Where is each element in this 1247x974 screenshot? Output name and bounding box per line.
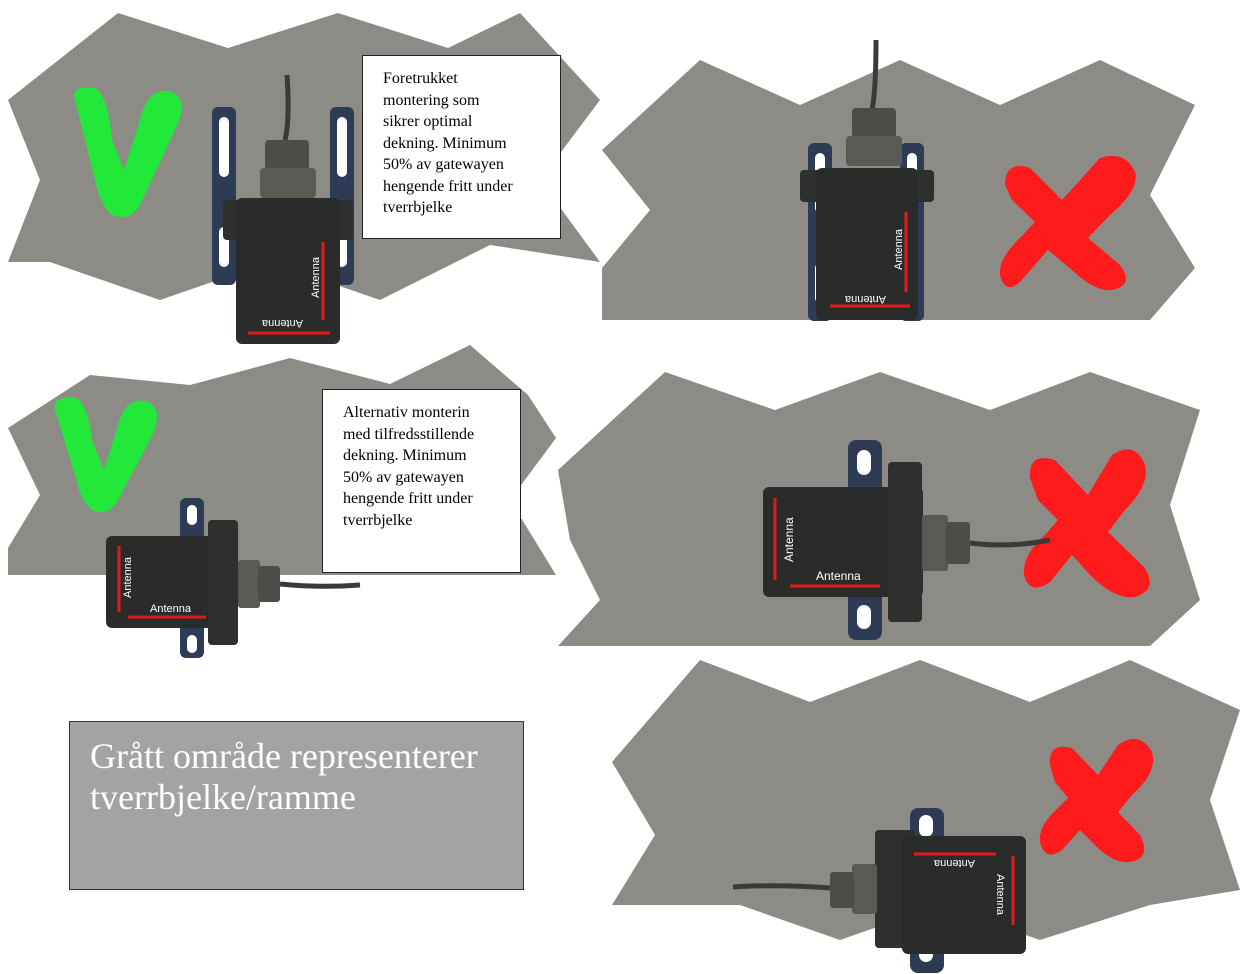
legend-box: Grått område representerer tverrbjelke/r… bbox=[69, 721, 524, 890]
antenna-label: Antenna bbox=[844, 293, 886, 305]
antenna-label: Antenna bbox=[994, 874, 1006, 916]
alternative-mounting-note: Alternativ monterin med tilfredsstillend… bbox=[322, 389, 521, 573]
preferred-mounting-note: Foretrukket montering som sikrer optimal… bbox=[362, 55, 561, 239]
antenna-label: Antenna bbox=[310, 256, 322, 298]
antenna-label: Antenna bbox=[122, 556, 134, 598]
antenna-label: Antenna bbox=[782, 517, 796, 562]
antenna-label: Antenna bbox=[150, 603, 192, 615]
antenna-label: Antenna bbox=[816, 569, 861, 583]
antenna-label: Antenna bbox=[933, 857, 975, 869]
antenna-label: Antenna bbox=[261, 317, 303, 329]
antenna-label: Antenna bbox=[893, 228, 905, 270]
